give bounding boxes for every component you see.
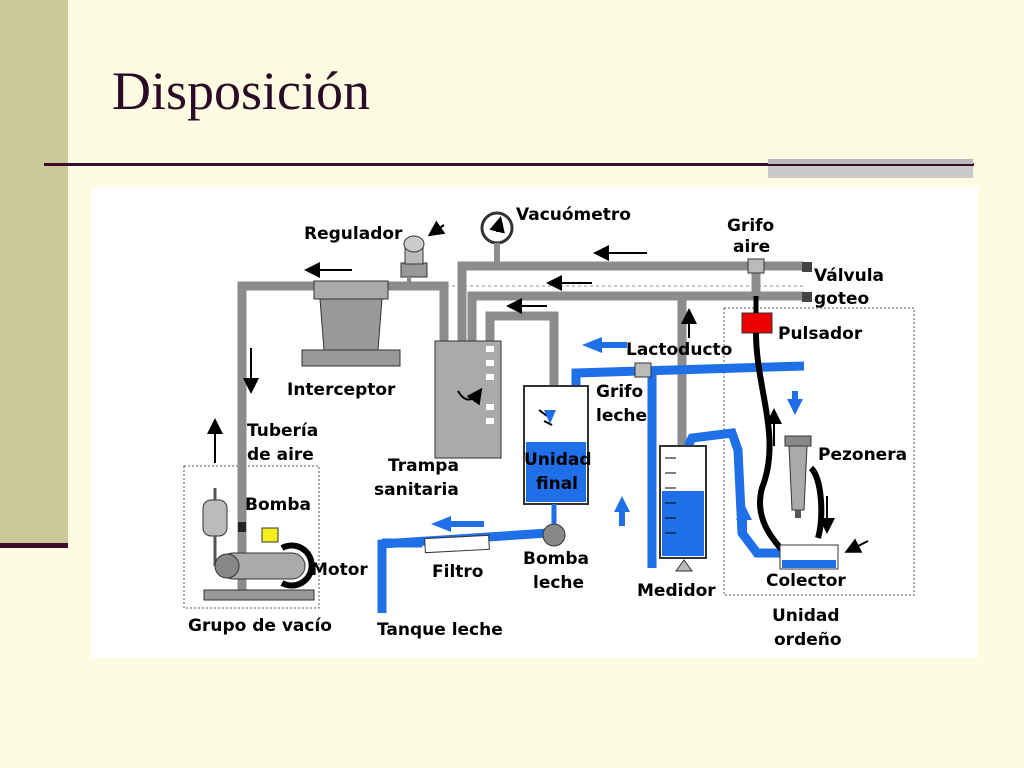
label-tuberia-2: de aire (247, 445, 314, 465)
label-pezonera: Pezonera (818, 445, 907, 465)
tank-pipe (377, 528, 549, 613)
decorative-rule-shadow (768, 166, 973, 178)
label-grupo-vacio: Grupo de vacío (188, 616, 332, 636)
label-tanque-leche: Tanque leche (377, 620, 503, 640)
milk-pipes (377, 361, 805, 613)
label-unidad-final-2: final (536, 474, 578, 494)
vacuum-gauge-icon (480, 211, 514, 266)
label-unidad-ordeno-1: Unidad (772, 606, 840, 626)
sanitary-trap-icon (434, 340, 502, 459)
vacuum-group-box (183, 465, 320, 609)
label-grifo-leche-1: Grifo (596, 382, 643, 402)
pulsator-icon (741, 296, 773, 334)
title-rule (44, 163, 974, 166)
trap-to-final-unit (485, 311, 559, 386)
label-interceptor: Interceptor (287, 380, 396, 400)
left-accent-rule (0, 543, 68, 548)
label-filtro: Filtro (432, 562, 483, 582)
label-grifo-leche-2: leche (596, 406, 647, 426)
label-unidad-final-1: Unidad (524, 450, 592, 470)
label-trampa-2: sanitaria (374, 480, 459, 500)
left-accent-bar (0, 0, 68, 546)
meter-to-collector-loop (683, 428, 782, 558)
label-bomba-leche-1: Bomba (523, 549, 589, 569)
regulator-icon (400, 235, 428, 286)
label-unidad-ordeno-2: ordeño (774, 630, 842, 650)
meter-icon (659, 445, 707, 572)
pulse-tube (753, 332, 785, 552)
label-valvula-1: Válvula (814, 266, 884, 286)
filter-icon (424, 534, 490, 554)
label-vacuometro: Vacuómetro (516, 205, 631, 225)
milking-system-diagram: Regulador Vacuómetro Grifo aire Válvula … (92, 188, 978, 658)
air-tap (747, 258, 765, 274)
label-bomba-leche-2: leche (533, 573, 584, 593)
slide-title: Disposición (112, 61, 371, 121)
decorative-rule (768, 159, 973, 164)
milk-flow-arrows (431, 337, 803, 534)
label-colector: Colector (766, 571, 846, 591)
label-pulsador: Pulsador (778, 324, 863, 344)
interceptor-to-trap (382, 281, 449, 343)
final-unit-icon (523, 385, 589, 547)
label-tuberia-1: Tubería (247, 421, 318, 441)
label-grifo-aire-1: Grifo (727, 216, 774, 236)
label-regulador: Regulador (304, 224, 403, 244)
vacuum-pump-icon (202, 488, 315, 601)
milk-tap (634, 362, 652, 378)
label-bomba: Bomba (245, 495, 311, 515)
label-grifo-aire-2: aire (733, 237, 770, 257)
interceptor-icon (301, 280, 401, 367)
teat-cup-icon (784, 435, 825, 539)
label-motor: Motor (311, 560, 368, 580)
label-medidor: Medidor (637, 581, 716, 601)
main-vacuum-line (457, 261, 804, 343)
label-trampa-1: Trampa (388, 456, 459, 476)
label-valvula-2: goteo (814, 289, 869, 309)
label-lactoducto: Lactoducto (626, 340, 732, 360)
milking-unit-box (723, 307, 915, 596)
pulsator-line (467, 291, 804, 343)
flow-arrows (207, 220, 869, 553)
